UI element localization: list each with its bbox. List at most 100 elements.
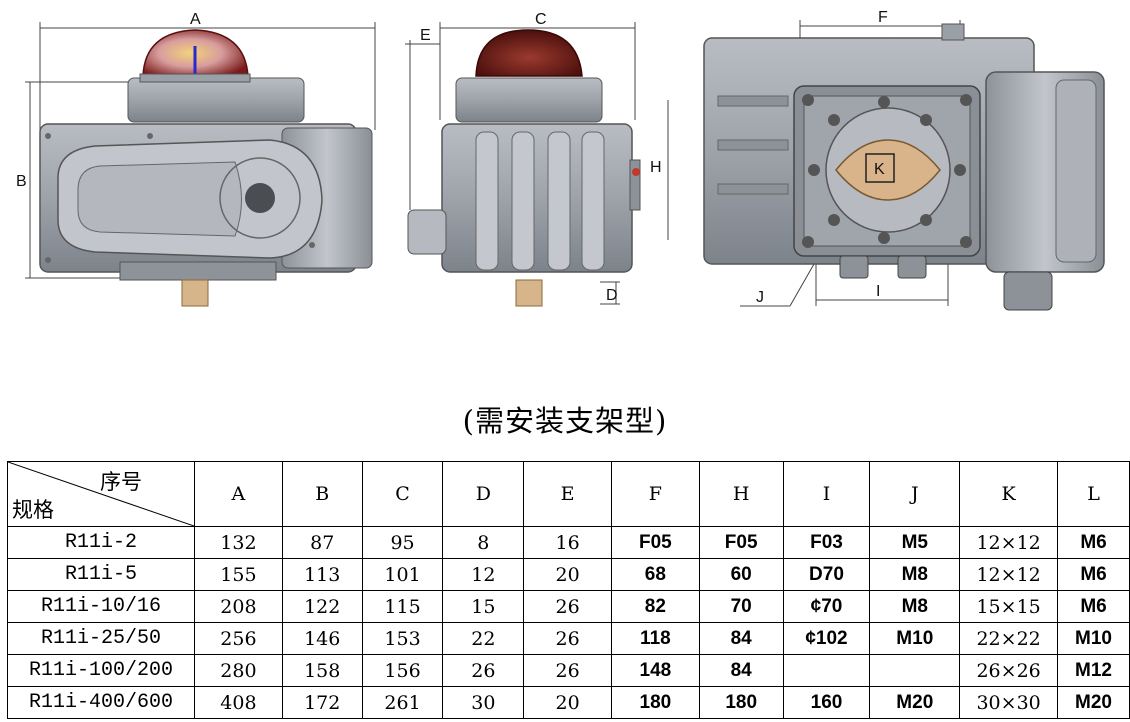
cell-e: 20 <box>523 686 612 719</box>
cell-j: M8 <box>869 590 961 623</box>
col-header-d: D <box>442 461 525 527</box>
model-cell: R11i-25/50 <box>7 622 195 655</box>
cell-a: 208 <box>194 590 283 623</box>
cell-d: 30 <box>442 686 525 719</box>
cell-e: 26 <box>523 590 612 623</box>
cell-j: M5 <box>869 526 961 559</box>
cell-f: 118 <box>610 622 700 655</box>
col-header-e: E <box>523 461 612 527</box>
cell-c: 115 <box>361 590 444 623</box>
cell-i: D70 <box>782 558 871 591</box>
cell-e: 26 <box>523 622 612 655</box>
dim-c-label: C <box>535 11 547 28</box>
cell-k: 26×26 <box>959 654 1059 687</box>
cell-h: 70 <box>698 590 784 623</box>
cell-k: 12×12 <box>959 526 1059 559</box>
dim-e-label: E <box>420 27 431 44</box>
subtitle: (需安装支架型) <box>462 404 668 438</box>
cell-i <box>782 654 871 687</box>
col-header-j: J <box>869 461 961 527</box>
col-header-f: F <box>610 461 700 527</box>
cell-h: 84 <box>698 622 784 655</box>
cell-f: F05 <box>610 526 700 559</box>
cell-i: F03 <box>782 526 871 559</box>
cell-l: M20 <box>1057 686 1130 719</box>
cell-e: 20 <box>523 558 612 591</box>
cell-a: 280 <box>194 654 283 687</box>
bottom-view: F I J L K <box>703 9 1105 311</box>
cell-e: 16 <box>523 526 612 559</box>
cell-k: 30×30 <box>959 686 1059 719</box>
dim-d-label: D <box>606 287 618 304</box>
cell-i: ¢102 <box>782 622 871 655</box>
cell-f: 68 <box>610 558 700 591</box>
corner-diagonal <box>8 462 194 526</box>
cell-i: 160 <box>782 686 871 719</box>
col-header-l: L <box>1057 461 1130 527</box>
corner-cell: 序号 规格 <box>7 461 195 527</box>
cell-c: 261 <box>361 686 444 719</box>
cell-f: 82 <box>610 590 700 623</box>
col-header-i: I <box>782 461 871 527</box>
cell-d: 12 <box>442 558 525 591</box>
cell-a: 408 <box>194 686 283 719</box>
cell-f: 180 <box>610 686 700 719</box>
cell-h: 84 <box>698 654 784 687</box>
cell-l: M6 <box>1057 558 1130 591</box>
cell-a: 155 <box>194 558 283 591</box>
cell-c: 95 <box>361 526 444 559</box>
cell-l: M6 <box>1057 590 1130 623</box>
technical-drawings: A B C E D H <box>16 9 1105 311</box>
model-cell: R11i-100/200 <box>7 654 195 687</box>
model-cell: R11i-10/16 <box>7 590 195 623</box>
cell-h: 60 <box>698 558 784 591</box>
cell-c: 156 <box>361 654 444 687</box>
dim-a-label: A <box>190 11 201 28</box>
col-header-a: A <box>194 461 283 527</box>
cell-b: 158 <box>281 654 363 687</box>
side-view: C E D H <box>405 11 669 307</box>
cell-b: 122 <box>281 590 363 623</box>
cell-i: ¢70 <box>782 590 871 623</box>
dim-f-label: F <box>878 9 888 26</box>
cell-e: 26 <box>523 654 612 687</box>
cell-k: 22×22 <box>959 622 1059 655</box>
cell-j: M8 <box>869 558 961 591</box>
cell-j: M20 <box>869 686 961 719</box>
table-header-row: 序号 规格 A B C D E F H I J K L <box>7 461 1130 527</box>
model-cell: R11i-2 <box>7 526 195 559</box>
cell-h: 180 <box>698 686 784 719</box>
cell-d: 8 <box>442 526 525 559</box>
col-header-b: B <box>281 461 363 527</box>
dim-i-label: I <box>876 283 880 300</box>
dim-j-label: J <box>756 289 764 306</box>
cell-l: M6 <box>1057 526 1130 559</box>
cell-c: 101 <box>361 558 444 591</box>
dim-h-label: H <box>650 159 662 176</box>
cell-c: 153 <box>361 622 444 655</box>
col-header-k: K <box>959 461 1059 527</box>
cell-k: 12×12 <box>959 558 1059 591</box>
cell-b: 113 <box>281 558 363 591</box>
cell-l: M12 <box>1057 654 1130 687</box>
cell-j <box>869 654 961 687</box>
cell-b: 146 <box>281 622 363 655</box>
model-cell: R11i-5 <box>7 558 195 591</box>
corner-top-label: 序号 <box>100 470 142 494</box>
cell-a: 256 <box>194 622 283 655</box>
cell-b: 87 <box>281 526 363 559</box>
cell-f: 148 <box>610 654 700 687</box>
cell-b: 172 <box>281 686 363 719</box>
cell-l: M10 <box>1057 622 1130 655</box>
cell-d: 26 <box>442 654 525 687</box>
corner-bottom-label: 规格 <box>12 498 54 522</box>
model-cell: R11i-400/600 <box>7 686 195 719</box>
